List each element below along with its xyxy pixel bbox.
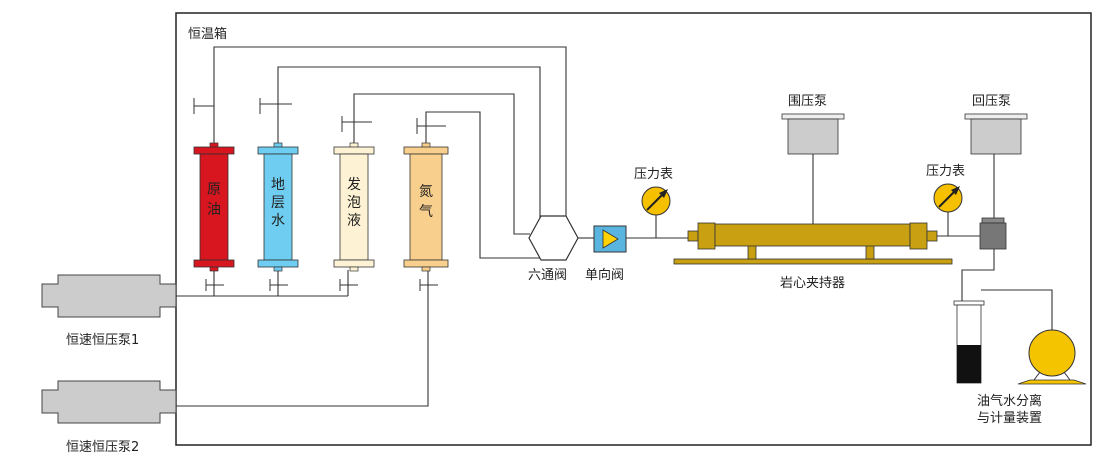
line-bpr-to-separator (961, 249, 995, 302)
top-line-foam (353, 93, 530, 235)
check-valve-label: 单向阀 (585, 267, 624, 283)
back-pressure-valve (979, 217, 1007, 250)
container-nitrogen-char-2: 气 (419, 204, 433, 220)
pump-1-label: 恒速恒压泵1 (66, 333, 139, 348)
check-valve: 单向阀 (585, 225, 627, 283)
container-nitrogen: 氮 气 (403, 142, 449, 272)
oven-frame (175, 12, 1092, 446)
bottom-valve-4 (419, 279, 438, 291)
core-holder-label: 岩心夹持器 (780, 276, 845, 291)
six-way-valve-label: 六通阀 (528, 268, 567, 283)
confining-pressure-pump-label: 围压泵 (788, 94, 827, 109)
container-nitrogen-char-1: 氮 (419, 184, 433, 200)
bottom-valve-2 (269, 279, 288, 291)
separator-label-line1: 油气水分离 (977, 393, 1042, 409)
container-foam-liquid-char-1: 发 (347, 177, 361, 193)
container-crude-oil-char-2: 油 (207, 202, 221, 218)
pressure-gauge-right-label: 压力表 (926, 164, 965, 179)
pump-2-label: 恒速恒压泵2 (66, 440, 139, 455)
container-foam-liquid-char-2: 泡 (347, 195, 361, 211)
container-crude-oil: 原 油 (193, 142, 235, 272)
top-valve-4 (416, 118, 446, 134)
back-pressure-pump: 回压泵 (964, 94, 1028, 220)
separator-pump (1017, 329, 1087, 385)
top-line-nitrogen (425, 111, 542, 259)
pump2-supply-line (176, 270, 429, 407)
top-valve-1 (193, 98, 214, 114)
container-formation-water-char-3: 水 (271, 213, 285, 229)
pressure-gauge-left-label: 压力表 (634, 167, 673, 182)
top-valve-3 (341, 116, 372, 132)
collection-tube (953, 300, 985, 384)
bottom-valve-1 (205, 279, 224, 291)
line-tube-to-pump (981, 289, 1053, 330)
top-valve-2 (259, 98, 292, 114)
pressure-gauge-right: 压力表 (926, 164, 965, 236)
bottom-valve-3 (339, 279, 358, 291)
container-formation-water-char-1: 地 (271, 177, 285, 193)
top-line-crude-oil (213, 46, 567, 220)
top-line-formation-water (277, 66, 541, 220)
back-pressure-pump-label: 回压泵 (972, 94, 1011, 109)
pump-2: 恒速恒压泵2 (41, 380, 177, 455)
six-way-valve: 六通阀 (528, 215, 579, 283)
pressure-gauge-left: 压力表 (634, 167, 673, 238)
container-formation-water: 地 层 水 (257, 142, 299, 272)
pump-1: 恒速恒压泵1 (41, 274, 177, 348)
oven-label: 恒温箱 (188, 26, 227, 42)
confining-pressure-pump: 围压泵 (781, 94, 845, 224)
separator-label-line2: 与计量装置 (977, 411, 1042, 426)
core-holder: 岩心夹持器 (673, 222, 953, 291)
container-crude-oil-char-1: 原 (207, 182, 221, 198)
container-foam-liquid-char-3: 液 (347, 213, 361, 229)
container-formation-water-char-2: 层 (271, 195, 285, 211)
container-foam-liquid: 发 泡 液 (333, 142, 375, 272)
